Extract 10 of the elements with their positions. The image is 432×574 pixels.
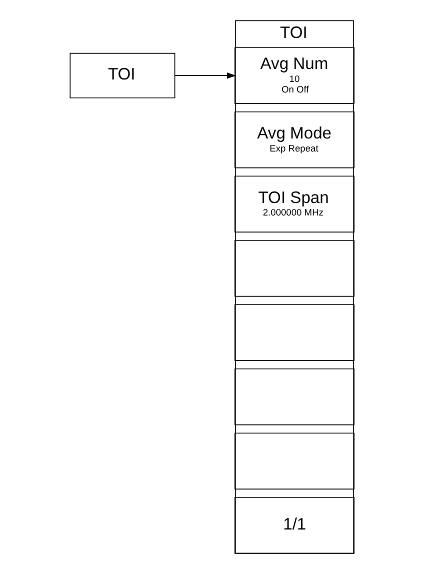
node-box [234, 240, 354, 297]
node-box [234, 304, 354, 361]
node-box: TOI [70, 52, 176, 98]
node-box: Avg Mode Exp Repeat [234, 111, 354, 168]
node-box: Avg Num 10 On Off [234, 47, 354, 104]
node-box [234, 432, 354, 490]
node-box: 1/1 [234, 496, 354, 554]
node-box: TOI Span 2.000000 MHz [234, 176, 354, 232]
node-box [234, 368, 354, 426]
arrow [174, 72, 236, 79]
